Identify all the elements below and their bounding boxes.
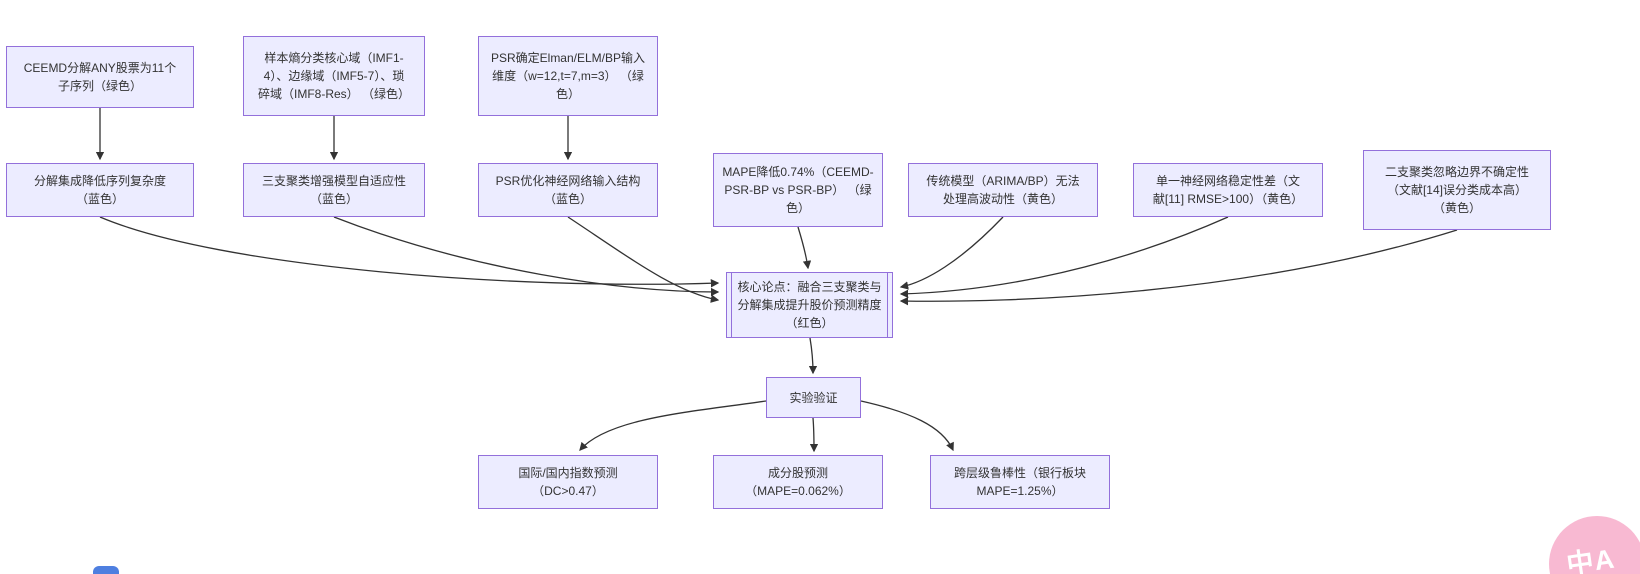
- node-single-nn-limit: 单一神经网络稳定性差（文 献[11] RMSE>100）（黄色）: [1133, 163, 1323, 217]
- node-ceemd: CEEMD分解ANY股票为11个 子序列（绿色）: [6, 46, 194, 108]
- edge-experiment-to-robustness: [860, 400, 954, 452]
- edge-twoway-to-core: [899, 229, 1458, 306]
- edge-traditional-to-core: [899, 216, 1004, 290]
- node-traditional-limit: 传统模型（ARIMA/BP）无法 处理高波动性（黄色）: [908, 163, 1098, 217]
- edge-mape-to-core: [797, 226, 812, 270]
- edge-core-to-experiment: [808, 337, 818, 375]
- edge-decomp-to-core: [99, 216, 720, 288]
- edge-psropt-to-core: [567, 216, 720, 303]
- node-mape-evidence: MAPE降低0.74%（CEEMD- PSR-BP vs PSR-BP） （绿 …: [713, 153, 883, 227]
- node-psr-input: PSR确定Elman/ELM/BP输入 维度（w=12,t=7,m=3） （绿 …: [478, 36, 658, 116]
- node-three-way-benefit: 三支聚类增强模型自适应性 （蓝色）: [243, 163, 425, 217]
- node-two-way-limit: 二支聚类忽略边界不确定性 （文献[14]误分类成本高） （黄色）: [1363, 150, 1551, 230]
- edge-singlenn-to-core: [899, 216, 1229, 299]
- node-robustness: 跨层级鲁棒性（银行板块 MAPE=1.25%）: [930, 455, 1110, 509]
- bottom-edge-widget[interactable]: [93, 566, 119, 574]
- edge-experiment-to-index: [579, 400, 767, 451]
- node-psr-benefit: PSR优化神经网络输入结构 （蓝色）: [478, 163, 658, 217]
- translate-icon: 中A: [1564, 543, 1617, 574]
- node-experiment: 实验验证: [766, 377, 861, 418]
- node-decomp-benefit: 分解集成降低序列复杂度 （蓝色）: [6, 163, 194, 217]
- edge-experiment-to-constituent: [809, 417, 819, 453]
- node-core-thesis: 核心论点：融合三支聚类与 分解集成提升股价预测精度 （红色）: [726, 272, 893, 338]
- node-sample-entropy: 样本熵分类核心域（IMF1- 4）、边缘域（IMF5-7）、琐 碎域（IMF8-…: [243, 36, 425, 116]
- node-index-prediction: 国际/国内指数预测 （DC>0.47）: [478, 455, 658, 509]
- node-constituent-prediction: 成分股预测 （MAPE=0.062%）: [713, 455, 883, 509]
- edge-threeway-to-core: [333, 216, 720, 297]
